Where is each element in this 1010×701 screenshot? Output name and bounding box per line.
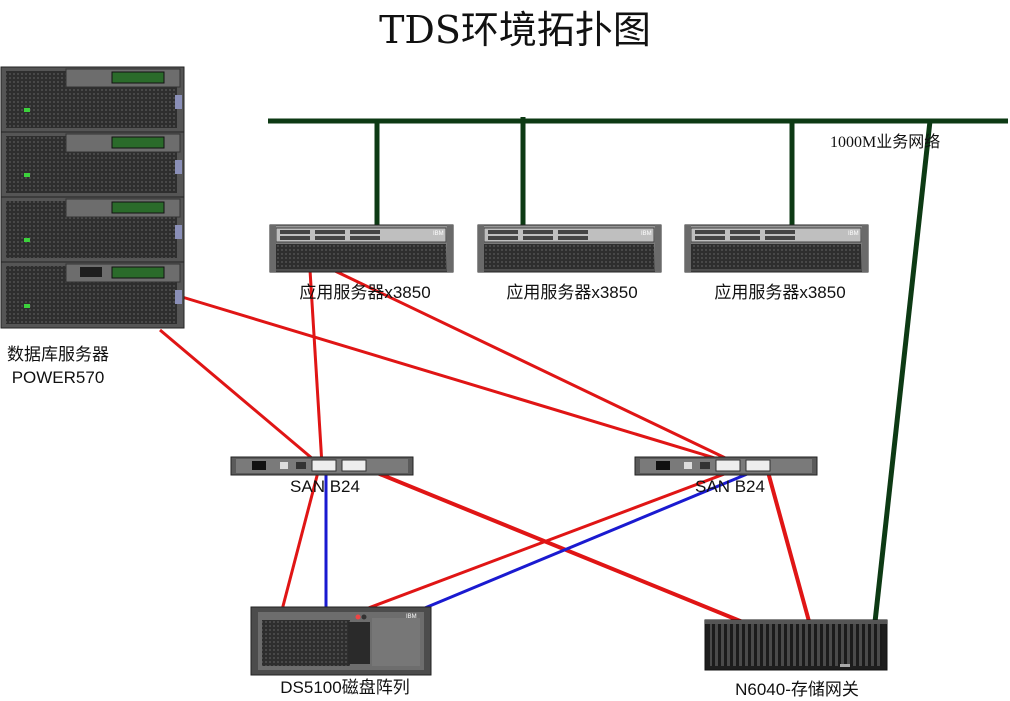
- link-san2-gateway: [766, 471, 812, 626]
- svg-text:IBM: IBM: [406, 614, 417, 620]
- db-server[interactable]: [0, 66, 185, 329]
- san-switch-2[interactable]: [634, 456, 818, 476]
- app-server-2[interactable]: IBM: [477, 224, 662, 273]
- app-server-1[interactable]: IBM: [269, 224, 454, 273]
- link-san1-ds5100: [280, 471, 320, 611]
- link-san1-gateway: [364, 466, 751, 627]
- san-switch-1-label: SAN B24: [290, 477, 360, 496]
- link-db-san2: [181, 295, 739, 467]
- storage-gateway[interactable]: [704, 619, 888, 671]
- db-server-label-line1: 数据库服务器: [7, 345, 109, 364]
- link-san2-ds5100-blue: [419, 470, 753, 612]
- app-server-1-label: 应用服务器x3850: [299, 283, 430, 302]
- svg-text:IBM: IBM: [848, 231, 859, 237]
- network-label: 1000M业务网络: [830, 132, 940, 151]
- disk-array-label: DS5100磁盘阵列: [280, 678, 409, 697]
- db-server-drawer: [0, 196, 185, 263]
- network-links: [268, 117, 1008, 623]
- fc-links: [159, 268, 812, 627]
- app-server-3[interactable]: IBM: [684, 224, 869, 273]
- db-server-drawer: [0, 261, 185, 329]
- svg-text:IBM: IBM: [641, 231, 652, 237]
- san-switch-1[interactable]: [230, 456, 414, 476]
- link-app1-san1: [308, 269, 324, 466]
- svg-text:IBM: IBM: [433, 231, 444, 237]
- diagram-title: TDS环境拓扑图: [379, 8, 651, 52]
- disk-array[interactable]: IBM: [250, 606, 432, 676]
- network-drop-gateway: [872, 120, 933, 623]
- db-server-drawer: [0, 66, 185, 133]
- link-app1-san2: [332, 268, 741, 467]
- storage-gateway-label: N6040-存储网关: [735, 680, 859, 699]
- db-server-drawer: [0, 131, 185, 198]
- link-db-san1: [159, 328, 321, 467]
- san-switch-2-label: SAN B24: [695, 477, 765, 496]
- db-server-label-line2: POWER570: [12, 368, 105, 387]
- app-server-2-label: 应用服务器x3850: [506, 283, 637, 302]
- app-server-3-label: 应用服务器x3850: [714, 283, 845, 302]
- link-san2-ds5100: [362, 468, 736, 612]
